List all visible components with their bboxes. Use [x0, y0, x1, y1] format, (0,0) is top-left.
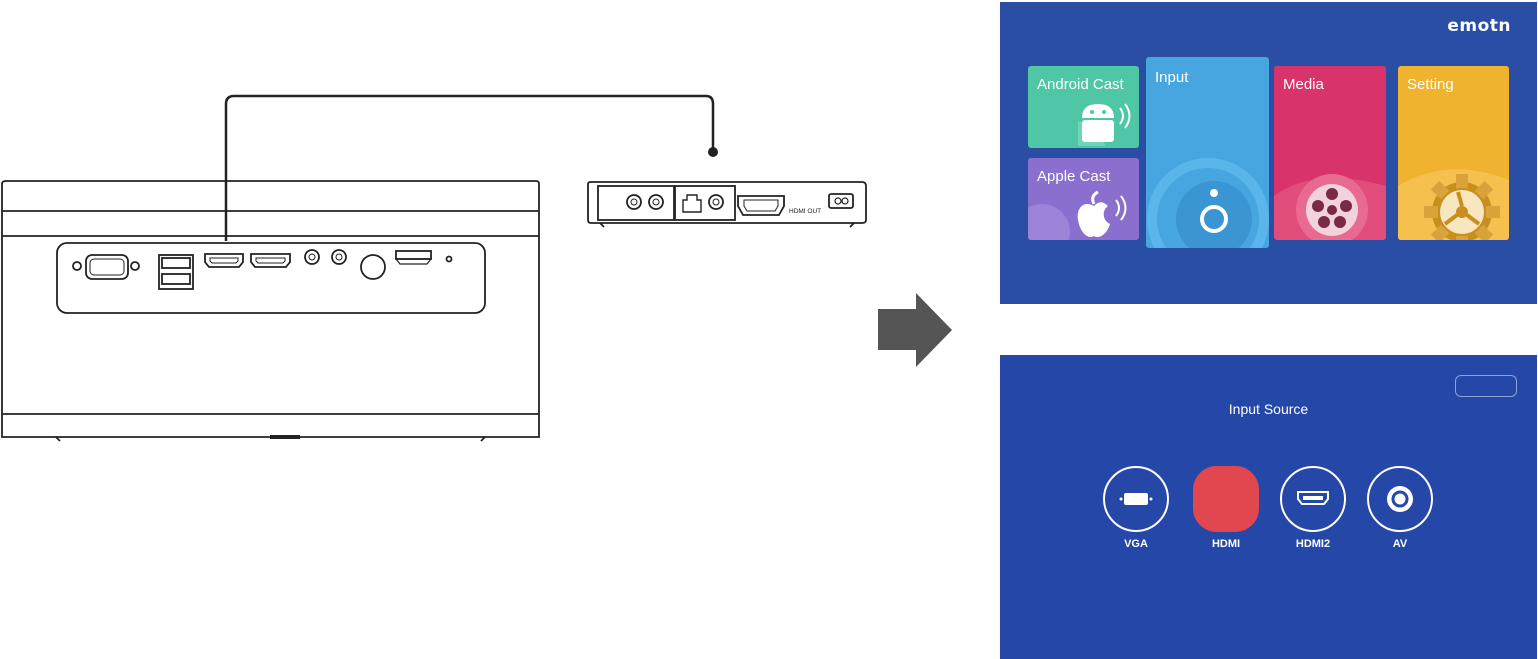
source-label-hdmi: HDMI [1211, 538, 1241, 550]
audio-jack [304, 249, 320, 265]
input-icon [1147, 158, 1269, 248]
power-port [360, 254, 386, 280]
connection-diagram: HDMI OUT [1, 94, 952, 442]
tile-label: Android Cast [1037, 76, 1124, 93]
android-icon [1078, 103, 1131, 146]
brand-logo: emotn [1447, 16, 1511, 36]
projector [1, 180, 540, 442]
source-label-vga: VGA [1124, 538, 1148, 550]
page-title: Input Source [1228, 401, 1309, 417]
tile-setting[interactable]: Setting [1398, 66, 1509, 240]
source-label-hdmi2: HDMI2 [1295, 538, 1331, 550]
hdmi-icon [1297, 491, 1329, 505]
hdmi-cable [224, 94, 715, 241]
media-player [587, 181, 867, 228]
tile-apple-cast[interactable]: Apple Cast [1028, 158, 1139, 240]
tile-media[interactable]: Media [1274, 66, 1386, 240]
launcher-home-screen: emotn Android Cast Apple Cast Input [1000, 2, 1537, 304]
av-icon [1387, 486, 1413, 512]
av-jack [331, 249, 347, 265]
tile-label: Media [1283, 76, 1324, 93]
tile-label: Input [1155, 69, 1189, 86]
tile-android-cast[interactable]: Android Cast [1028, 66, 1139, 148]
tile-label: Apple Cast [1037, 168, 1111, 185]
usb-ports [158, 254, 194, 290]
source-av-button[interactable] [1367, 466, 1433, 532]
gear-icon [1398, 169, 1509, 240]
vga-icon [1119, 493, 1153, 505]
tile-label: Setting [1407, 76, 1454, 93]
film-reel-icon [1274, 174, 1386, 240]
source-label-av: AV [1392, 538, 1408, 550]
hdmi-port-1 [204, 253, 244, 268]
source-vga-button[interactable] [1103, 466, 1169, 532]
vga-port [72, 254, 140, 280]
apple-icon [1028, 190, 1127, 240]
source-hdmi-button[interactable] [1193, 466, 1259, 532]
cable-connector-device [708, 147, 718, 157]
source-hdmi2-button[interactable] [1280, 466, 1346, 532]
device-hdmi-out-label: HDMI OUT [789, 208, 821, 215]
device-hdmi-out-port [737, 195, 785, 216]
hdmi-port-2 [250, 253, 291, 268]
tile-input[interactable]: Input [1146, 57, 1269, 248]
status-badge [1455, 375, 1517, 397]
input-source-screen: Input Source VGA HDMI HDMI2 AV [1000, 355, 1537, 659]
arrow-right-icon [878, 293, 952, 367]
